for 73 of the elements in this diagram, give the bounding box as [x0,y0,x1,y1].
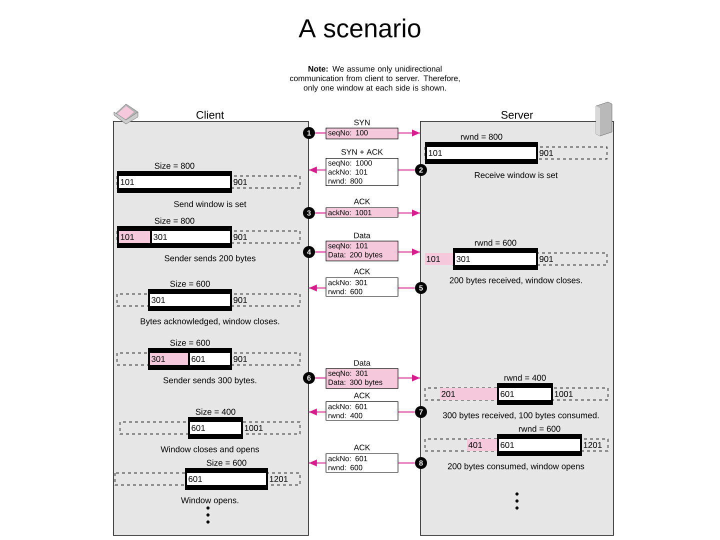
arrow [398,210,420,216]
window-caption: Sender sends 200 bytes [164,255,256,263]
connector-line [315,132,326,134]
window-caption: Window closes and opens [160,446,260,454]
byte-cell: 101 [427,147,536,159]
node-label: SYN + ACK [341,149,383,155]
window-caption: Receive window is set [474,172,558,178]
window-caption: 200 bytes consumed, window opens [448,463,584,471]
window-size-label: Size = 600 [170,340,210,346]
window-size-label: rwnd = 600 [518,426,560,432]
node-label: ACK [354,444,370,450]
node-label: Data [354,360,370,366]
window-size-label: Size = 800 [154,218,194,224]
window-caption: Window opens. [180,497,238,505]
node-label: Client [196,110,224,119]
arrow [308,166,326,174]
sequence-number: 901 [540,256,553,262]
sequence-number: 901 [234,234,247,240]
sequence-number: 901 [234,297,247,303]
arrow [308,284,326,292]
window-size-label: Size = 600 [170,280,210,287]
connector-line [398,287,415,289]
sequence-number: 901 [234,179,247,185]
byte-cell: 301 [150,294,230,306]
sequence-number: 1001 [554,391,573,397]
window-size-label: rwnd = 800 [460,134,502,140]
connector-line [315,377,326,379]
byte-cell: 101 [119,231,150,243]
node-label: ACK [354,198,370,204]
node-label: ACK [354,268,370,274]
window-size-label: Size = 400 [196,408,236,415]
byte-cell: 201 [440,388,497,400]
connector-line [315,212,326,214]
window-caption: Send window is set [174,200,246,208]
byte-cell: 101 [425,253,453,265]
byte-cell: 601 [499,439,580,451]
byte-cell: 101 [119,176,230,188]
connector-line [398,169,415,171]
sequence-number: 1001 [244,425,263,431]
arrow [308,460,326,466]
byte-cell: 601 [187,473,266,485]
title: A scenario [298,18,420,38]
sequence-number: 1201 [584,442,602,448]
note: Note: We assume only unidirectional communication from client to server. Therefore, only one window at each side is shown. [290,66,460,92]
window-size-label: Size = 800 [154,162,194,169]
arrow [398,374,420,382]
window-size-label: rwnd = 600 [474,240,516,246]
window-caption: 200 bytes received, window closes. [450,277,582,285]
byte-cell: 601 [190,422,241,434]
connector-line [398,411,415,413]
node-label: ACK [354,392,370,398]
window-caption: Sender sends 300 bytes. [163,377,256,385]
sequence-number: 901 [540,150,553,156]
arrow [308,408,326,416]
node-label: Server [501,111,534,119]
sequence-number: 1201 [270,476,288,482]
byte-cell: 401 [467,439,497,451]
node-label: SYN [354,120,370,126]
connector-line [398,462,415,464]
arrow [398,130,420,136]
byte-cell: 601 [190,353,230,365]
window-size-label: rwnd = 400 [504,374,546,381]
connector-line [315,251,326,253]
byte-cell: 301 [152,231,230,243]
window-caption: 300 bytes received, 100 bytes consumed. [442,412,599,420]
byte-cell: 301 [455,253,536,265]
arrow [398,248,420,256]
window-caption: Bytes acknowledged, window closes. [140,318,280,326]
window-size-label: Size = 600 [206,460,246,466]
byte-cell: 301 [150,353,188,365]
sequence-number: 901 [234,356,247,362]
byte-cell: 601 [499,388,551,400]
node-label: Data [354,232,370,238]
